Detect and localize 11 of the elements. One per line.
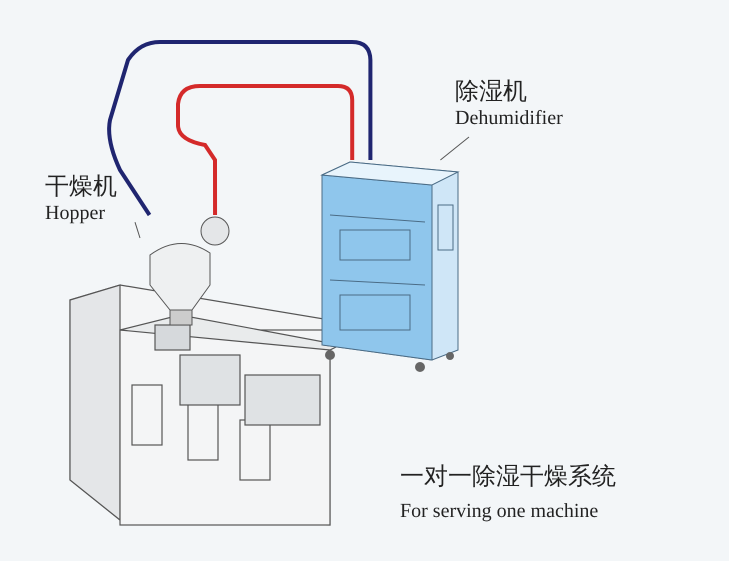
caption-text: 一对一除湿干燥系统 <box>400 461 616 492</box>
pipe <box>176 84 354 215</box>
leader-line <box>134 222 140 238</box>
english-label: Dehumidifier <box>455 107 564 130</box>
chinese-label: 干燥机 <box>45 171 118 202</box>
english-label: Hopper <box>45 202 106 225</box>
pipe <box>107 40 372 216</box>
caption-text: For serving one machine <box>400 500 600 523</box>
chinese-label: 除湿机 <box>455 76 528 107</box>
dehumidifier-drawing <box>320 160 460 375</box>
leader-line <box>440 136 470 160</box>
